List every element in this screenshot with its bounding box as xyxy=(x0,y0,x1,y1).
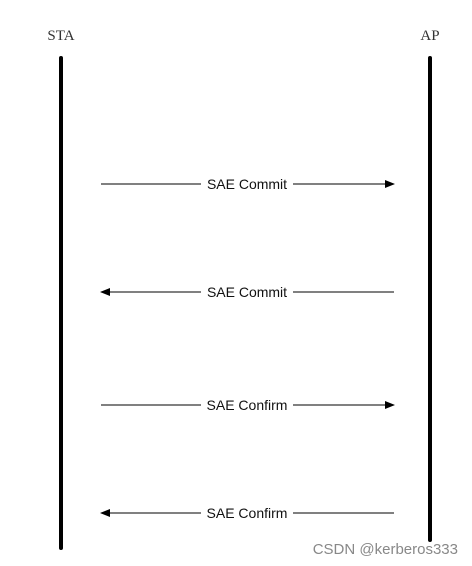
message-1: SAE Commit xyxy=(101,176,395,192)
ap-label: AP xyxy=(420,28,439,44)
message-2: SAE Commit xyxy=(100,284,394,300)
message-label: SAE Confirm xyxy=(207,397,288,413)
message-label: SAE Confirm xyxy=(207,505,288,521)
watermark: CSDN @kerberos333 xyxy=(312,541,458,558)
message-4: SAE Confirm xyxy=(100,505,394,521)
message-label: SAE Commit xyxy=(207,284,287,300)
sta-label: STA xyxy=(47,28,74,44)
message-3: SAE Confirm xyxy=(101,397,395,413)
message-label: SAE Commit xyxy=(207,176,287,192)
